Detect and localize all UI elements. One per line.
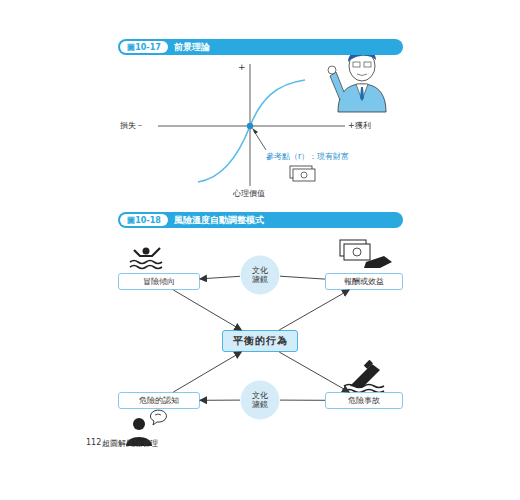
- bill-seal: [353, 248, 361, 256]
- text-label: 112: [86, 438, 101, 447]
- connector-arrow: [279, 352, 349, 392]
- connector-arrow: [173, 290, 241, 330]
- text-label: 心理價值: [233, 188, 265, 199]
- title-band: 風險溫度自動調整模式 圖10-18: [118, 212, 403, 228]
- connector-arrow: [200, 400, 240, 401]
- presenter-illustration: [328, 49, 386, 112]
- money-hand-icon: [340, 240, 392, 268]
- figure-badge: 圖10-18: [120, 214, 168, 226]
- node-text: 平衡的行為: [233, 334, 288, 348]
- node-text: 冒險傾向: [143, 276, 175, 287]
- connector-arrow: [173, 352, 241, 392]
- value-curve: [198, 80, 305, 182]
- waves: [130, 266, 162, 269]
- connector-arrow: [280, 400, 325, 401]
- circle-shape: [241, 256, 280, 295]
- filter-circle: 文化 濾鏡: [240, 255, 280, 295]
- glasses: [353, 62, 360, 67]
- process-box: 危險的認知: [118, 392, 200, 409]
- shirt: [356, 84, 368, 100]
- node-text: 圖10-18: [127, 215, 161, 226]
- connector-arrow: [279, 290, 349, 330]
- text-label: +: [238, 62, 246, 72]
- money-icon: [290, 166, 315, 181]
- waves: [344, 385, 384, 388]
- title-band: 前景理論 圖10-17: [118, 39, 403, 55]
- hand: [328, 66, 336, 74]
- tie: [360, 87, 364, 101]
- node-text: 危險事故: [348, 395, 380, 406]
- arms: [134, 248, 160, 256]
- node-text: 風險溫度自動調整模式: [174, 214, 264, 227]
- mouth: [357, 74, 367, 76]
- funnel: [364, 360, 373, 369]
- connector-arrow: [200, 276, 240, 279]
- node-text: 危險的認知: [139, 395, 179, 406]
- bill: [344, 244, 370, 260]
- filter-circle: 文化 濾鏡: [240, 380, 280, 420]
- hand: [364, 256, 392, 268]
- raised-arm: [330, 72, 344, 100]
- process-box: 冒險傾向: [118, 273, 200, 290]
- hull: [350, 364, 380, 388]
- node-text: 圖10-17: [127, 42, 161, 53]
- text-label: +獲利: [348, 120, 371, 131]
- head: [133, 418, 145, 430]
- leader-arrowhead: [252, 128, 258, 134]
- process-box: 報酬或效益: [325, 273, 403, 290]
- node-text: 前景理論: [174, 41, 210, 54]
- glasses: [364, 62, 371, 67]
- figure-badge: 圖10-17: [120, 41, 168, 53]
- suit: [338, 84, 386, 112]
- node-text: 報酬或效益: [344, 276, 384, 287]
- node-text: 文化 濾鏡: [251, 391, 269, 409]
- speech-bubble: [151, 410, 167, 425]
- head: [143, 248, 150, 255]
- text-label: 參考點（r）：現有財富: [266, 151, 349, 162]
- process-box: 危險事故: [325, 392, 403, 409]
- text-label: 損失－: [120, 120, 144, 131]
- sinking-ship-icon: [344, 360, 384, 393]
- waves: [130, 261, 162, 264]
- phone-glyph: [155, 414, 161, 415]
- node-text: 文化 濾鏡: [251, 266, 269, 284]
- central-box: 平衡的行為: [222, 330, 298, 352]
- connector-arrow: [280, 276, 325, 279]
- text-label: 超圖解風險管理: [102, 438, 158, 449]
- bill-seal: [301, 172, 307, 178]
- bill: [293, 169, 315, 181]
- swimmer-icon: [130, 248, 162, 269]
- circle-shape: [241, 381, 280, 420]
- leader-line: [254, 131, 266, 150]
